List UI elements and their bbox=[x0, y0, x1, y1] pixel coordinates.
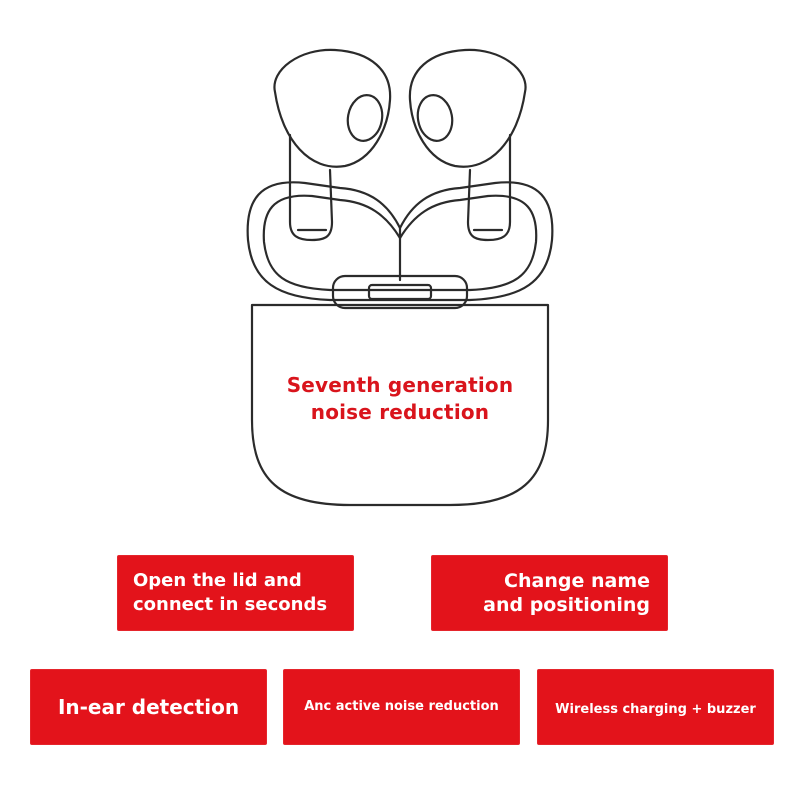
feature-badge-open-lid: Open the lid and connect in seconds bbox=[117, 555, 354, 631]
feature-text: In-ear detection bbox=[57, 695, 240, 719]
charging-case-icon bbox=[250, 303, 550, 507]
feature-text: and positioning bbox=[483, 594, 650, 616]
left-earbud-icon bbox=[273, 48, 392, 242]
feature-badge-wireless-charging: Wireless charging + buzzer bbox=[537, 669, 774, 745]
feature-text: Anc active noise reduction bbox=[304, 698, 499, 714]
feature-badge-change-name: Change name and positioning bbox=[431, 555, 668, 631]
hinge-icon bbox=[331, 274, 469, 310]
product-illustration bbox=[246, 48, 554, 507]
case-label: Seventh generation noise reduction bbox=[250, 372, 550, 426]
feature-text: connect in seconds bbox=[133, 594, 328, 615]
case-lid-icon bbox=[246, 181, 554, 302]
feature-text: Change name bbox=[504, 570, 650, 592]
feature-badge-in-ear-detection: In-ear detection bbox=[30, 669, 267, 745]
case-label-line2: noise reduction bbox=[310, 400, 490, 424]
case-label-line1: Seventh generation bbox=[286, 373, 514, 397]
feature-badge-anc: Anc active noise reduction bbox=[283, 669, 520, 745]
feature-text: Wireless charging + buzzer bbox=[555, 701, 756, 717]
feature-text: Open the lid and bbox=[133, 570, 302, 591]
right-earbud-icon bbox=[408, 48, 527, 242]
